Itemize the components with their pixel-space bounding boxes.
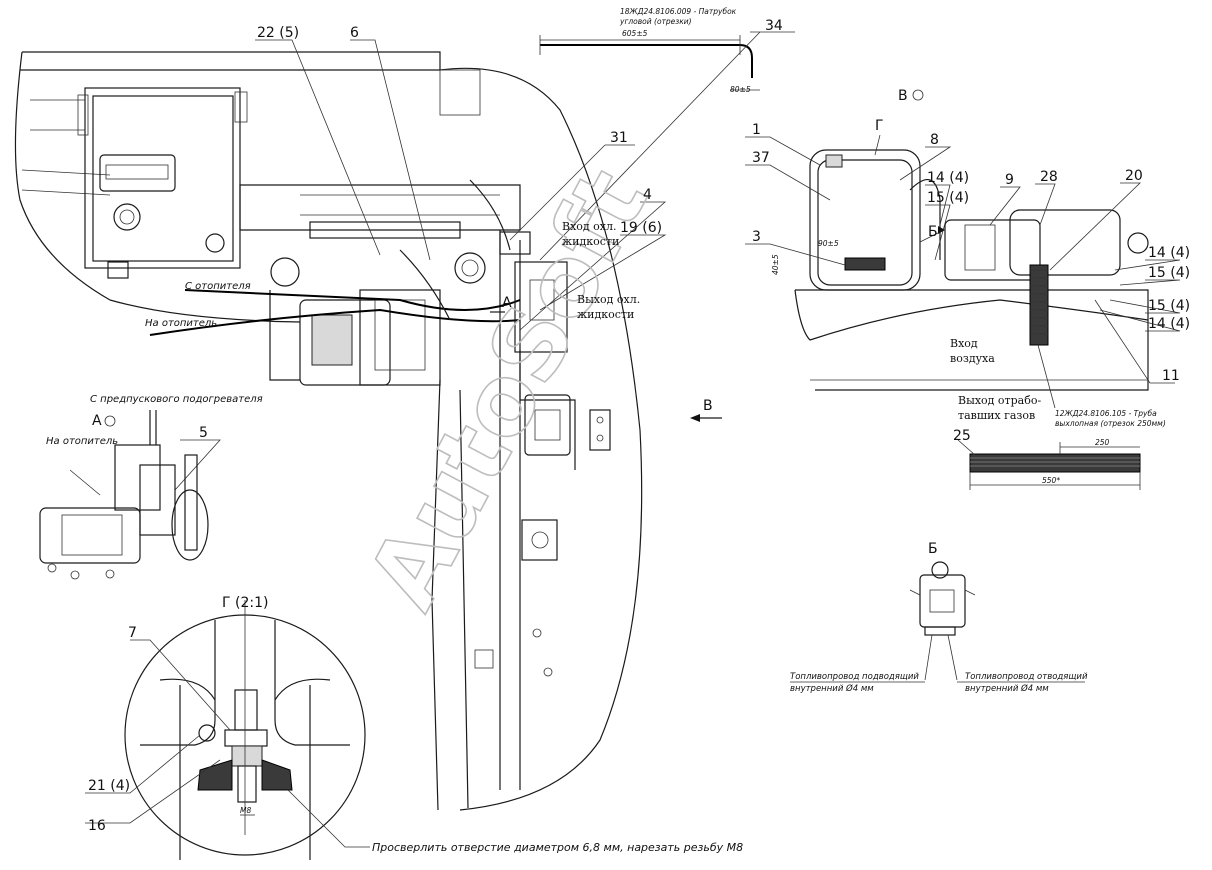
- dim-40: 40±5: [771, 254, 780, 275]
- callout-9: 9: [1005, 172, 1014, 188]
- drill-note: Просверлить отверстие диаметром 6,8 мм, …: [372, 841, 743, 854]
- dim-90: 90±5: [818, 239, 839, 248]
- callout-16: 16: [88, 818, 106, 834]
- callout-numbers: 22 (5) 6 34 31 4 19 (6) 5 1 37 3 8 14 (4…: [88, 18, 1190, 834]
- view-b-drawing: [790, 561, 1085, 683]
- callout-31: 31: [610, 130, 628, 146]
- dim-550: 550*: [1042, 476, 1060, 485]
- dim-80: 80±5: [730, 85, 751, 94]
- arrow-b-label: Б: [928, 224, 938, 240]
- from-preheater-label: С предпускового подогревателя: [90, 394, 263, 405]
- coolant-out-label-1: Выход охл.: [577, 293, 640, 306]
- from-heater-label: С отопителя: [185, 281, 251, 292]
- text-labels: Вход охл. жидкости Выход охл. жидкости С…: [46, 220, 1088, 854]
- pipe-code: 18ЖД24.8106.009 - Патрубок: [620, 7, 737, 16]
- view-labels: В Г А Б Г (2:1) А Б В: [92, 88, 938, 611]
- callout-14c: 14 (4): [1148, 316, 1190, 332]
- callout-19: 19 (6): [620, 220, 662, 236]
- fuel-out-label-2: внутренний Ø4 мм: [965, 683, 1049, 694]
- arrow-a-label: А: [502, 295, 512, 311]
- to-heater-a-label: На отопитель: [46, 436, 118, 447]
- callout-22: 22 (5): [257, 25, 299, 41]
- part-and-dimension-text: 18ЖД24.8106.009 - Патрубок угловой (отре…: [240, 7, 1166, 815]
- coolant-in-label-2: жидкости: [562, 235, 619, 248]
- detail-g-drawing: [85, 600, 370, 860]
- callout-20: 20: [1125, 168, 1143, 184]
- fuel-in-label-1: Топливопровод подводящий: [790, 672, 919, 682]
- view-b-label: Б: [928, 541, 938, 557]
- callout-28: 28: [1040, 169, 1058, 185]
- callout-3: 3: [752, 229, 761, 245]
- callout-15c: 15 (4): [1148, 298, 1190, 314]
- callout-4: 4: [643, 187, 652, 203]
- arrow-v-label: В: [703, 398, 713, 414]
- callout-37: 37: [752, 150, 770, 166]
- main-view: [14, 35, 760, 811]
- coolant-in-label-1: Вход охл.: [562, 220, 617, 233]
- callout-5: 5: [199, 425, 208, 441]
- pipe-desc: угловой (отрезки): [619, 17, 692, 26]
- coolant-out-label-2: жидкости: [577, 308, 634, 321]
- fuel-in-label-2: внутренний Ø4 мм: [790, 683, 874, 694]
- detail-g-label: Г (2:1): [222, 595, 268, 611]
- view-a-label: А: [92, 413, 102, 429]
- air-in-label-2: воздуха: [950, 352, 995, 365]
- callout-21: 21 (4): [88, 778, 130, 794]
- callout-14a: 14 (4): [927, 170, 969, 186]
- exhaust-label-2: тавших газов: [958, 409, 1035, 422]
- exhaust-desc: выхлопная (отрезок 250мм): [1055, 419, 1166, 428]
- dim-605: 605±5: [622, 29, 648, 38]
- callout-6: 6: [350, 25, 359, 41]
- view-a-drawing: [39, 410, 209, 580]
- to-heater-label: На отопитель: [145, 318, 217, 329]
- callout-15a: 15 (4): [927, 190, 969, 206]
- callout-11: 11: [1162, 368, 1180, 384]
- air-in-label-1: Вход: [950, 337, 978, 350]
- exhaust-label-1: Выход отрабо-: [958, 394, 1041, 407]
- fuel-out-label-1: Топливопровод отводящий: [965, 672, 1088, 682]
- view-v-drawing: [745, 134, 1181, 409]
- g-mark: Г: [875, 118, 884, 134]
- exhaust-pipe-25: [957, 439, 1141, 490]
- dim-250: 250: [1095, 438, 1110, 447]
- callout-14b: 14 (4): [1148, 245, 1190, 261]
- dim-m8: М8: [240, 806, 251, 815]
- main-leaders: [174, 31, 795, 491]
- view-v-label: В: [898, 88, 908, 104]
- callout-34: 34: [765, 18, 783, 34]
- callout-25: 25: [953, 428, 971, 444]
- callout-15b: 15 (4): [1148, 265, 1190, 281]
- callout-1: 1: [752, 122, 761, 138]
- callout-7: 7: [128, 625, 137, 641]
- callout-8: 8: [930, 132, 939, 148]
- exhaust-code: 12ЖД24.8106.105 - Труба: [1055, 409, 1157, 418]
